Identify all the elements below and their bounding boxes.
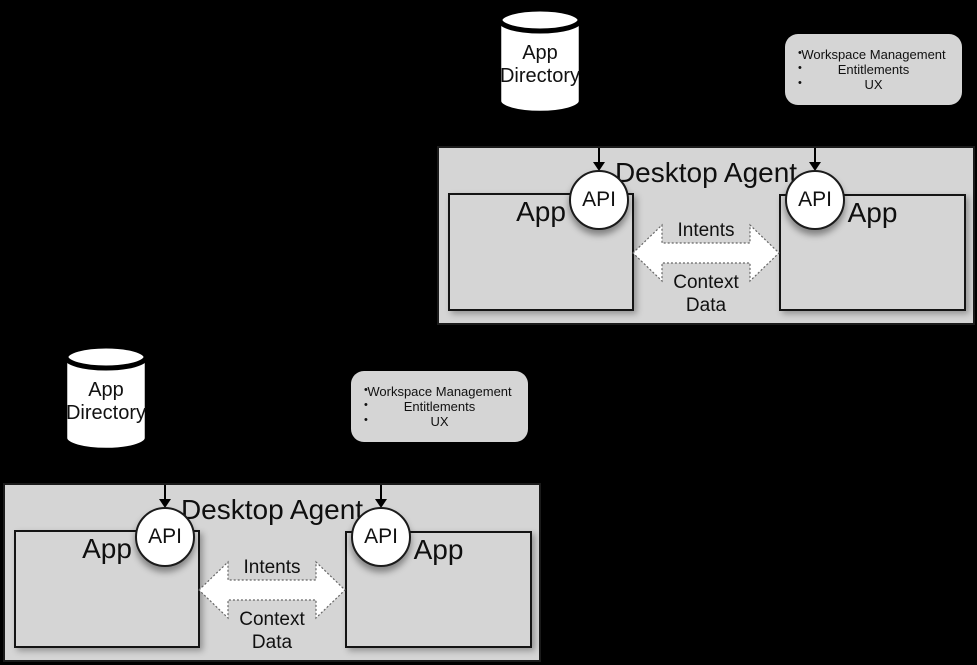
down-arrow-icon	[593, 148, 605, 172]
features-callout: • Workspace Management • Entitlements • …	[785, 34, 962, 105]
feature-item: • Entitlements	[785, 62, 962, 77]
arrow-line	[164, 485, 166, 501]
app-directory-line1: App	[522, 42, 558, 64]
feature-label: Workspace Management	[801, 47, 946, 62]
desktop-agent-box: Desktop Agent App App API API Intents Co…	[437, 146, 975, 325]
down-arrow-icon	[159, 485, 171, 509]
app-label: App	[82, 533, 132, 564]
app-directory-label: App Directory	[43, 379, 169, 425]
feature-label: Entitlements	[403, 399, 476, 414]
feature-item: • UX	[785, 77, 962, 92]
app-directory: App Directory	[497, 6, 583, 116]
api-circle-right: API	[785, 170, 845, 230]
intents-label: Intents	[677, 220, 735, 241]
arrow-head	[375, 499, 387, 508]
feature-item: • Workspace Management	[351, 384, 528, 399]
context-data-label: Context Data	[239, 609, 305, 653]
app-directory: App Directory	[63, 343, 149, 453]
feature-label: Entitlements	[837, 62, 910, 77]
feature-label: UX	[864, 77, 883, 92]
intents-label: Intents	[243, 557, 301, 578]
architecture-diagram-top: App Directory • Workspace Management • E…	[437, 6, 975, 326]
api-circle-right: API	[351, 507, 411, 567]
arrow-head	[593, 162, 605, 171]
app-box-right: App	[345, 531, 532, 648]
app-label: App	[413, 534, 464, 565]
app-directory-line1: App	[88, 379, 124, 401]
bullet-icon: •	[798, 62, 802, 74]
arrow-head	[159, 499, 171, 508]
down-arrow-icon	[809, 148, 821, 172]
desktop-agent-title: Desktop Agent	[614, 157, 798, 188]
feature-item: • UX	[351, 414, 528, 429]
bidirectional-arrow-icon	[632, 223, 780, 283]
features-callout: • Workspace Management • Entitlements • …	[351, 371, 528, 442]
desktop-agent-title: Desktop Agent	[180, 494, 364, 525]
bullet-icon: •	[364, 414, 368, 426]
api-circle-left: API	[569, 170, 629, 230]
context-data-label: Context Data	[673, 272, 739, 316]
feature-label: Workspace Management	[367, 384, 512, 399]
architecture-diagram-bottom: App Directory • Workspace Management • E…	[3, 343, 541, 663]
database-icon	[63, 343, 149, 451]
app-directory-line2: Directory	[499, 65, 580, 87]
feature-item: • Workspace Management	[785, 47, 962, 62]
feature-label: UX	[430, 414, 449, 429]
database-icon	[497, 6, 583, 114]
app-label: App	[516, 196, 566, 227]
app-label: App	[847, 197, 898, 228]
down-arrow-icon	[375, 485, 387, 509]
bullet-icon: •	[798, 47, 802, 59]
desktop-agent-box: Desktop Agent App App API API Intents Co…	[3, 483, 541, 662]
bullet-icon: •	[798, 77, 802, 89]
arrow-line	[380, 485, 382, 501]
bullet-icon: •	[364, 399, 368, 411]
feature-item: • Entitlements	[351, 399, 528, 414]
bidirectional-arrow-icon	[198, 560, 346, 620]
app-directory-label: App Directory	[477, 42, 603, 88]
arrow-head	[809, 162, 821, 171]
arrow-line	[814, 148, 816, 164]
app-directory-line2: Directory	[65, 402, 146, 424]
api-circle-left: API	[135, 507, 195, 567]
bullet-icon: •	[364, 384, 368, 396]
arrow-line	[598, 148, 600, 164]
